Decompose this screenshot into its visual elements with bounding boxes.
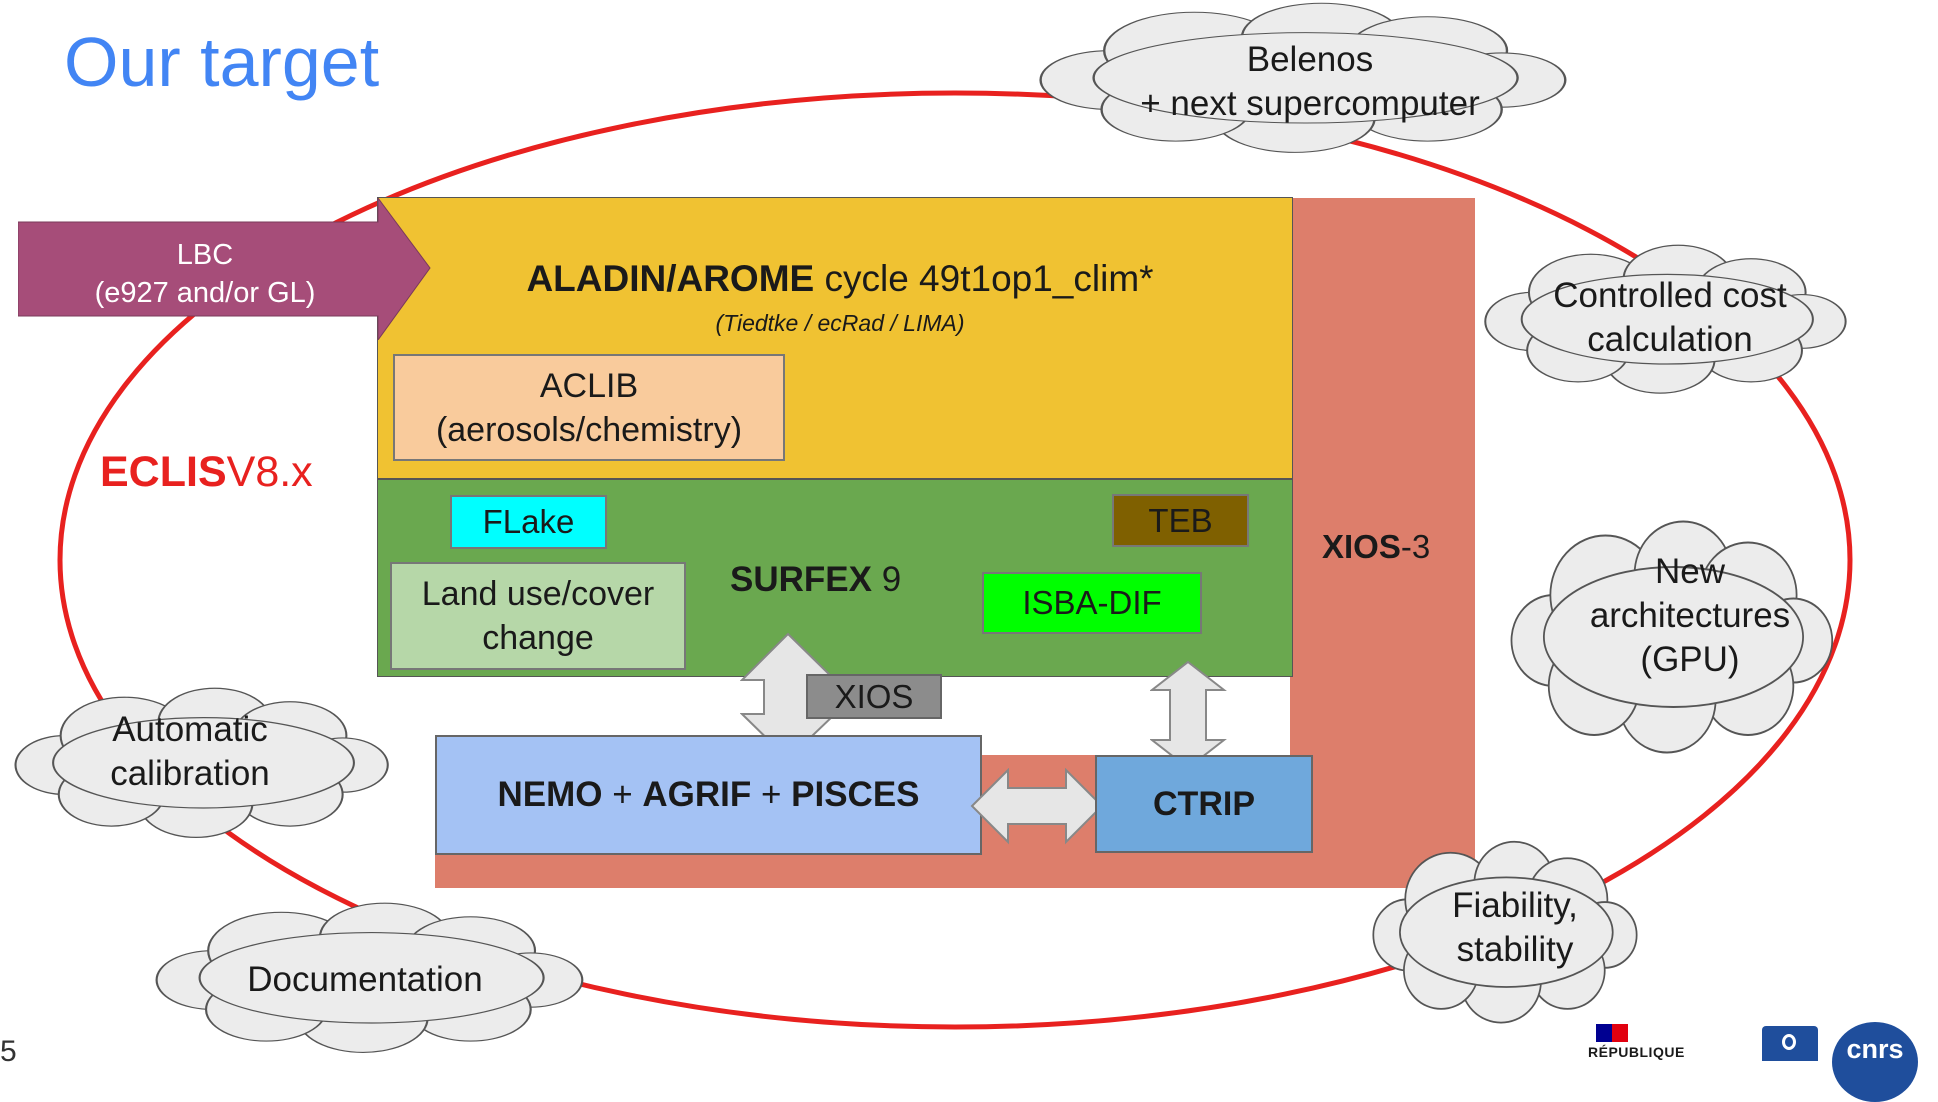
lbc-label: LBC (e927 and/or GL) — [80, 232, 330, 316]
belenos-line1: Belenos — [1246, 40, 1374, 79]
aladin-subtitle: (Tiedtke / ecRad / LIMA) — [715, 310, 965, 336]
university-logo — [1762, 1026, 1818, 1061]
eclis-rest: V8.x — [226, 448, 313, 496]
nemo-name: NEMO — [497, 775, 603, 814]
eclis-ellipse — [57, 90, 1853, 1030]
fiability-line2: stability — [1456, 930, 1574, 969]
teb-box: TEB — [1112, 494, 1249, 547]
landuse-line1: Land use/cover — [421, 575, 655, 613]
isba-dif-label: ISBA-DIF — [1022, 584, 1162, 621]
arch-line1: New — [1654, 552, 1726, 591]
xios-coupler-label: XIOS — [834, 677, 914, 715]
teb-label: TEB — [1148, 501, 1213, 539]
surfex-label: SURFEX 9 — [730, 560, 901, 600]
cost-line1: Controlled cost — [1553, 276, 1787, 315]
ctrip-label: CTRIP — [1153, 784, 1255, 823]
eclis-label: ECLISV8.x — [100, 448, 313, 497]
clouds-layer — [14, 1, 1847, 1054]
xios3-label: XIOS-3 — [1322, 528, 1430, 566]
arch-line2: architectures — [1589, 596, 1791, 635]
agrif-name: AGRIF — [642, 775, 752, 814]
cloud-documentation-text: Documentation — [190, 958, 540, 1002]
cloud-new-architectures-text: New architectures (GPU) — [1520, 550, 1860, 682]
isba-dif-box: ISBA-DIF — [982, 572, 1202, 634]
lbc-line2: (e927 and/or GL) — [94, 277, 316, 309]
lbc-arrow — [18, 198, 431, 340]
surfex-bold: SURFEX — [730, 560, 872, 599]
pisces-name: PISCES — [791, 775, 920, 814]
cloud-controlled-cost-text: Controlled cost calculation — [1500, 274, 1840, 362]
xios3-bold: XIOS — [1322, 528, 1401, 565]
eclis-bold: ECLIS — [100, 448, 227, 496]
nemo-box: NEMO + AGRIF + PISCES — [435, 735, 982, 855]
aclib-line1: ACLIB — [539, 366, 639, 405]
nemo-plus-2: + — [751, 775, 792, 814]
aladin-title-bold: ALADIN/AROME — [526, 258, 815, 299]
calibration-line2: calibration — [110, 754, 270, 793]
surfex-rest: 9 — [871, 560, 902, 599]
page-number: 5 — [0, 1035, 17, 1068]
xios3-rest: -3 — [1400, 528, 1431, 565]
republique-logo: RÉPUBLIQUE — [1588, 1022, 1708, 1061]
aclib-box: ACLIB (aerosols/chemistry) — [393, 354, 785, 461]
flake-box: FLake — [450, 495, 607, 549]
calibration-line1: Automatic — [112, 710, 268, 749]
aclib-line2: (aerosols/chemistry) — [435, 410, 743, 449]
cnrs-logo: cnrs — [1832, 1022, 1918, 1102]
belenos-line2: + next supercomputer — [1140, 84, 1480, 123]
cost-line2: calculation — [1587, 320, 1753, 359]
flake-label: FLake — [482, 503, 575, 540]
xios-coupler-box: XIOS — [806, 674, 942, 719]
landuse-line2: change — [482, 619, 594, 657]
fiability-line1: Fiability, — [1452, 886, 1578, 925]
cloud-fiability-text: Fiability, stability — [1390, 884, 1640, 972]
cloud-belenos-text: Belenos + next supercomputer — [1080, 38, 1540, 126]
aladin-title: ALADIN/AROME cycle 49t1op1_clim* — [470, 258, 1210, 300]
nemo-plus-1: + — [602, 775, 643, 814]
aladin-title-rest: cycle 49t1op1_clim* — [814, 258, 1154, 299]
page-title: Our target — [64, 23, 380, 101]
nemo-label: NEMO + AGRIF + PISCES — [497, 775, 919, 815]
ctrip-box: CTRIP — [1095, 755, 1313, 853]
lbc-line1: LBC — [176, 239, 234, 271]
documentation-label: Documentation — [247, 960, 483, 999]
cnrs-text: cnrs — [1846, 1034, 1904, 1064]
landuse-box: Land use/cover change — [390, 562, 686, 670]
xios-band-vertical — [1290, 198, 1475, 888]
republique-text: RÉPUBLIQUE — [1588, 1044, 1685, 1060]
cloud-automatic-calibration-text: Automatic calibration — [40, 708, 340, 796]
arch-line3: (GPU) — [1640, 640, 1740, 679]
